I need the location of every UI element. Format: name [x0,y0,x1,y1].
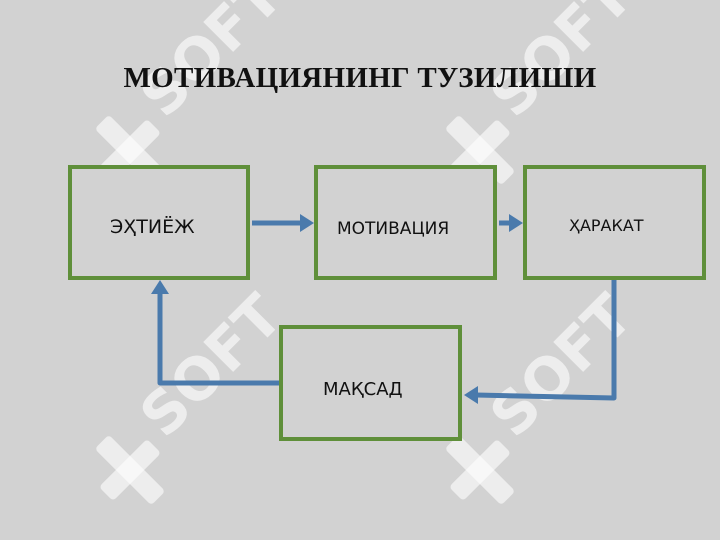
arrowhead-need-to-motivation [300,214,314,232]
node-action-label: ҲАРАКАТ [569,216,644,235]
diagram-title: МОТИВАЦИЯНИНГ ТУЗИЛИШИ [123,62,597,94]
node-need-label: ЭҲТИЁЖ [110,216,195,238]
node-goal-label: МАҚСАД [323,379,403,400]
node-goal: МАҚСАД [279,325,462,441]
node-motivation: МОТИВАЦИЯ [314,165,497,280]
arrowhead-motivation-to-action [509,214,523,232]
arrow-goal-to-need [157,292,279,386]
arrowhead-action-to-goal [464,386,478,404]
arrow-action-to-goal [475,280,617,401]
node-action: ҲАРАКАТ [523,165,706,280]
node-motivation-label: МОТИВАЦИЯ [337,219,450,239]
arrowhead-goal-to-need [151,280,169,294]
node-need: ЭҲТИЁЖ [68,165,250,280]
